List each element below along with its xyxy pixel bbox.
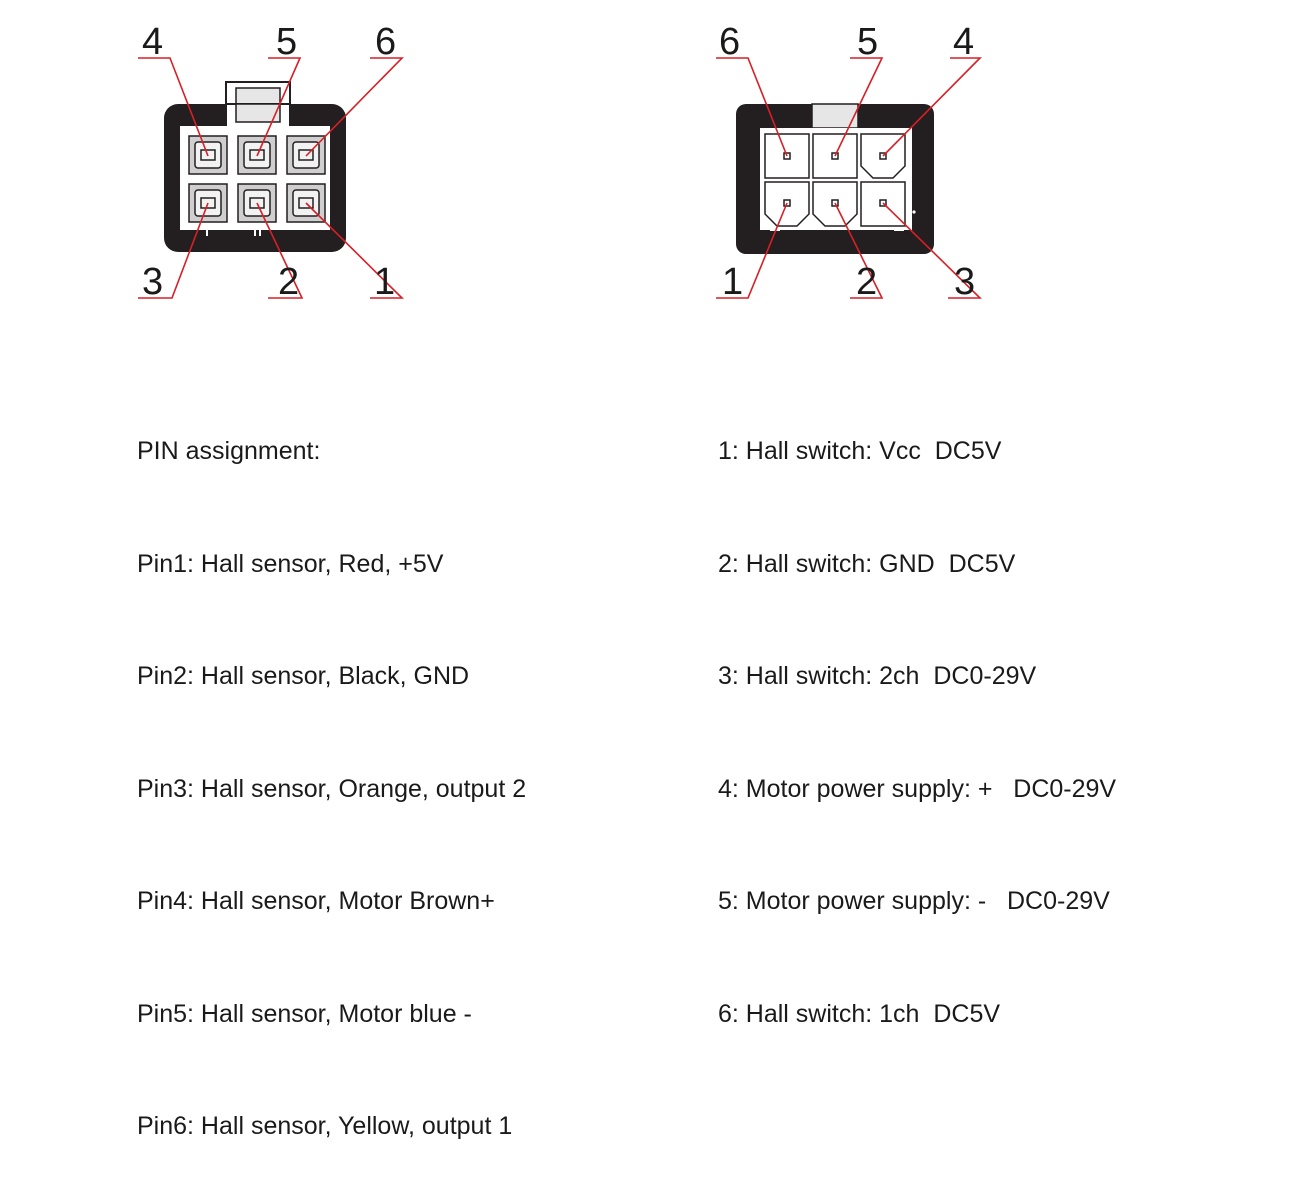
pin-assignment-line: Pin1: Hall sensor, Red, +5V [137, 549, 444, 578]
pin-assignment-list: PIN assignment: Pin1: Hall sensor, Red, … [137, 358, 526, 1183]
left-label-3: 3 [142, 261, 163, 303]
right-label-2: 2 [856, 261, 877, 303]
left-connector: 4 5 6 3 2 1 [138, 21, 404, 303]
pin-assignment-line: Pin4: Hall sensor, Motor Brown+ [137, 887, 495, 915]
left-label-2: 2 [278, 261, 299, 303]
right-latch [811, 103, 859, 129]
right-label-3: 3 [954, 261, 975, 303]
pin-assignment-line: Pin3: Hall sensor, Orange, output 2 [137, 774, 527, 803]
right-label-4: 4 [953, 21, 974, 63]
right-label-1: 1 [722, 261, 743, 303]
left-label-1: 1 [374, 261, 395, 303]
right-terminals [764, 133, 906, 227]
left-label-5: 5 [276, 21, 297, 63]
right-label-6: 6 [719, 21, 740, 63]
right-connector: 6 5 4 1 2 3 [716, 21, 982, 303]
left-label-4: 4 [142, 21, 163, 63]
hall-switch-line: 3: Hall switch: 2ch DC0-29V [718, 662, 1037, 690]
pin-assignment-heading: PIN assignment: [137, 437, 321, 465]
pin-assignment-line: Pin6: Hall sensor, Yellow, output 1 [137, 1112, 513, 1140]
right-leader-lines [716, 57, 982, 299]
hall-switch-line: 4: Motor power supply: + DC0-29V [718, 774, 1117, 803]
hall-switch-line: 2: Hall switch: GND DC5V [718, 549, 1016, 578]
left-leader-lines [138, 57, 404, 299]
connector-diagrams: 4 5 6 3 2 1 [138, 21, 982, 303]
pin-assignment-line: Pin5: Hall sensor, Motor blue - [137, 999, 472, 1028]
hall-switch-line: 6: Hall switch: 1ch DC5V [718, 999, 1001, 1028]
right-label-5: 5 [857, 21, 878, 63]
hall-switch-line: 1: Hall switch: Vcc DC5V [718, 437, 1002, 465]
pin-assignment-line: Pin2: Hall sensor, Black, GND [137, 662, 470, 690]
hall-switch-line: 5: Motor power supply: - DC0-29V [718, 887, 1110, 915]
left-label-6: 6 [375, 21, 396, 63]
hall-switch-list: 1: Hall switch: Vcc DC5V 2: Hall switch:… [718, 358, 1116, 1071]
